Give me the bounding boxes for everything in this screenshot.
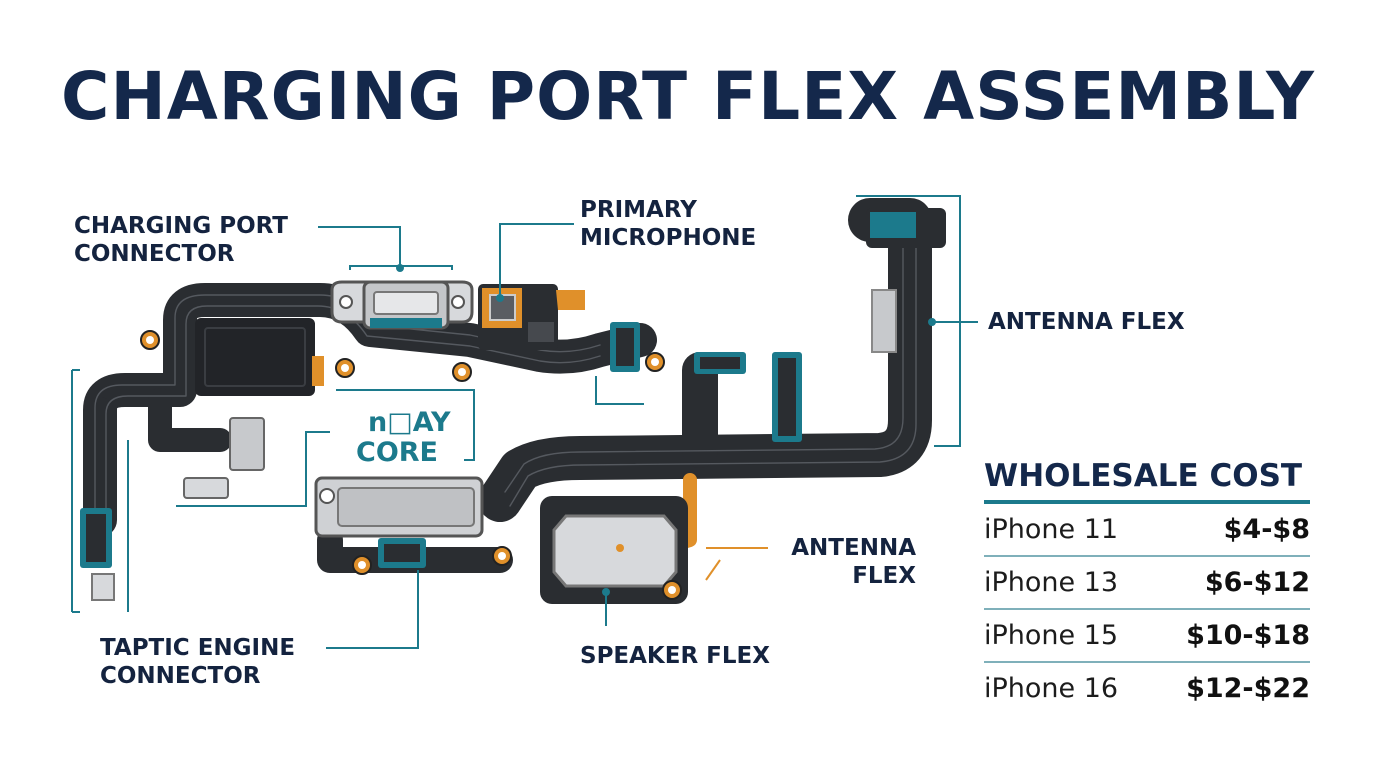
logo-line-1: n□AY	[368, 407, 451, 438]
wholesale-cost-table: WHOLESALE COST iPhone 11 $4-$8 iPhone 13…	[984, 458, 1310, 714]
logic-board-section	[195, 318, 324, 396]
table-row: iPhone 15 $10-$18	[984, 610, 1310, 663]
model-name: iPhone 11	[984, 514, 1119, 545]
antenna-flex-label: ANTENNA FLEX	[988, 309, 1185, 335]
price-range: $6-$12	[1204, 567, 1310, 598]
bracket-part	[183, 417, 265, 499]
charging-port-connector-part	[330, 280, 474, 330]
antenna-flex-part	[866, 208, 946, 353]
price-range: $12-$22	[1186, 673, 1310, 704]
table-row: iPhone 13 $6-$12	[984, 557, 1310, 610]
callout-lines	[71, 195, 978, 649]
board-connectors	[80, 322, 802, 601]
table-row: iPhone 11 $4-$8	[984, 504, 1310, 557]
page-title: CHARGING PORT FLEX ASSEMBLY	[61, 58, 1315, 135]
logo-mark: n□AY CORE	[356, 408, 451, 468]
taptic-engine-connector-label: TAPTIC ENGINE CONNECTOR	[100, 635, 296, 689]
price-range: $4-$8	[1223, 514, 1310, 545]
primary-microphone-label: PRIMARY MICROPHONE	[580, 197, 757, 251]
wholesale-cost-heading: WHOLESALE COST	[984, 458, 1310, 504]
antenna-flex-lower-label: ANTENNA FLEX	[791, 535, 916, 589]
model-name: iPhone 15	[984, 620, 1119, 651]
speaker-flex-label: SPEAKER FLEX	[580, 643, 770, 669]
speaker-part	[540, 496, 688, 604]
taptic-engine-part	[314, 476, 484, 538]
antenna-lower-callout	[705, 547, 768, 581]
model-name: iPhone 16	[984, 673, 1119, 704]
model-name: iPhone 13	[984, 567, 1119, 598]
table-row: iPhone 16 $12-$22	[984, 663, 1310, 714]
logo-line-2: CORE	[356, 437, 439, 468]
charging-port-connector-label: CHARGING PORT CONNECTOR	[74, 213, 288, 267]
price-range: $10-$18	[1186, 620, 1310, 651]
